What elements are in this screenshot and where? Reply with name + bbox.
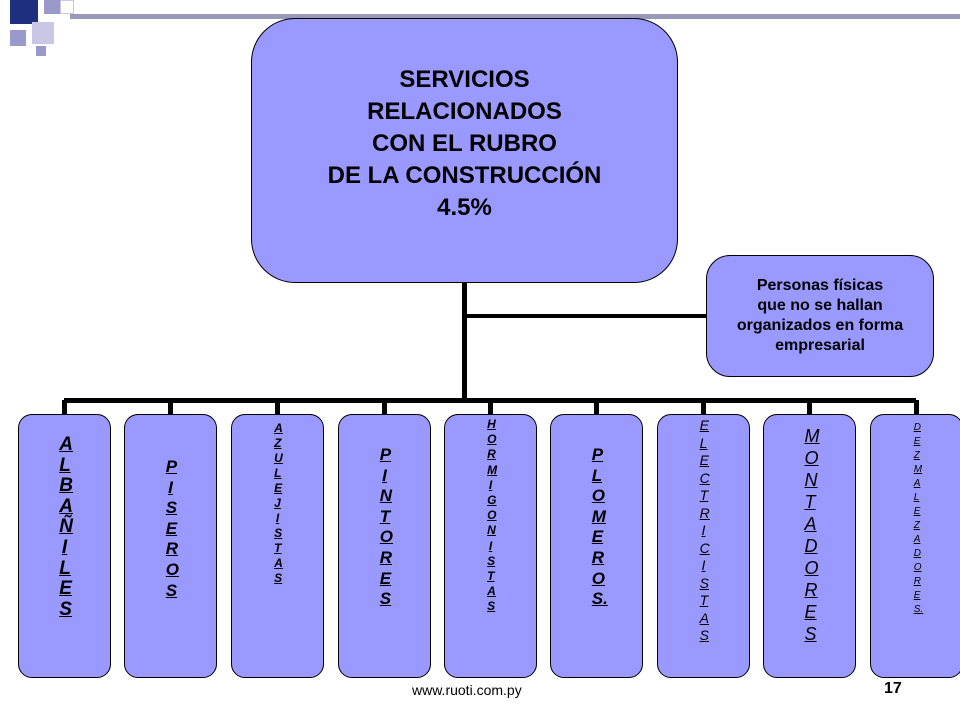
child-label: PISEROS: [165, 457, 179, 600]
connector-drop: [168, 400, 173, 415]
child-node: MONTADORES: [763, 414, 856, 678]
root-line: DE LA CONSTRUCCIÓN: [327, 161, 602, 189]
child-label: PLOMEROS.: [591, 445, 608, 609]
connector-drop: [275, 400, 280, 415]
connector-side: [464, 314, 706, 318]
side-note-line: que no se hallan: [757, 297, 883, 314]
child-node: PLOMEROS.: [550, 414, 643, 678]
side-note-line: Personas físicas: [756, 277, 884, 294]
child-node: ALBAÑILES: [18, 414, 111, 678]
root-node: SERVICIOS RELACIONADOS CON EL RUBRO DE L…: [251, 18, 678, 283]
side-note-line: empresarial: [775, 337, 865, 354]
decor-square: [10, 0, 38, 24]
connector-drop: [701, 400, 706, 415]
child-label: AZULEJISTAS: [274, 421, 283, 585]
decor-square: [32, 22, 54, 44]
connector-drop: [488, 400, 493, 415]
child-node: PISEROS: [124, 414, 217, 678]
child-label: DEZMALEZADORES.: [913, 422, 924, 615]
child-label: MONTADORES: [804, 426, 820, 644]
connector-drop: [594, 400, 599, 415]
decor-square: [36, 46, 46, 56]
side-note-line: organizados en forma: [736, 317, 904, 334]
root-line: RELACIONADOS: [367, 97, 562, 125]
child-node: PINTORES: [338, 414, 431, 678]
root-line: CON EL RUBRO: [372, 129, 557, 157]
side-note-text: Personas físicas que no se hallan organi…: [737, 276, 903, 356]
root-line: 4.5%: [437, 193, 492, 221]
connector-drop: [914, 400, 919, 415]
child-node: DEZMALEZADORES.: [870, 414, 960, 678]
decor-square: [60, 0, 74, 14]
child-label: HORMIGONISTAS: [487, 417, 498, 614]
child-node: AZULEJISTAS: [231, 414, 324, 678]
decor-square: [44, 0, 62, 14]
connector-drop: [807, 400, 812, 415]
footer-url: www.ruoti.com.py: [412, 682, 522, 698]
page-number: 17: [884, 680, 902, 697]
root-line: SERVICIOS: [399, 65, 530, 93]
connector-drop: [62, 400, 67, 415]
child-node: ELECTRICISTAS: [657, 414, 750, 678]
child-label: ELECTRICISTAS: [699, 417, 710, 643]
decor-square: [10, 30, 26, 46]
child-node: HORMIGONISTAS: [444, 414, 537, 678]
child-label: PINTORES: [379, 445, 393, 609]
header-rule: [70, 14, 960, 19]
connector-drop: [382, 400, 387, 415]
root-text: SERVICIOS RELACIONADOS CON EL RUBRO DE L…: [328, 64, 602, 224]
connector-vertical: [462, 282, 467, 402]
child-label: ALBAÑILES: [59, 434, 73, 620]
side-note-node: Personas físicas que no se hallan organi…: [706, 255, 934, 377]
